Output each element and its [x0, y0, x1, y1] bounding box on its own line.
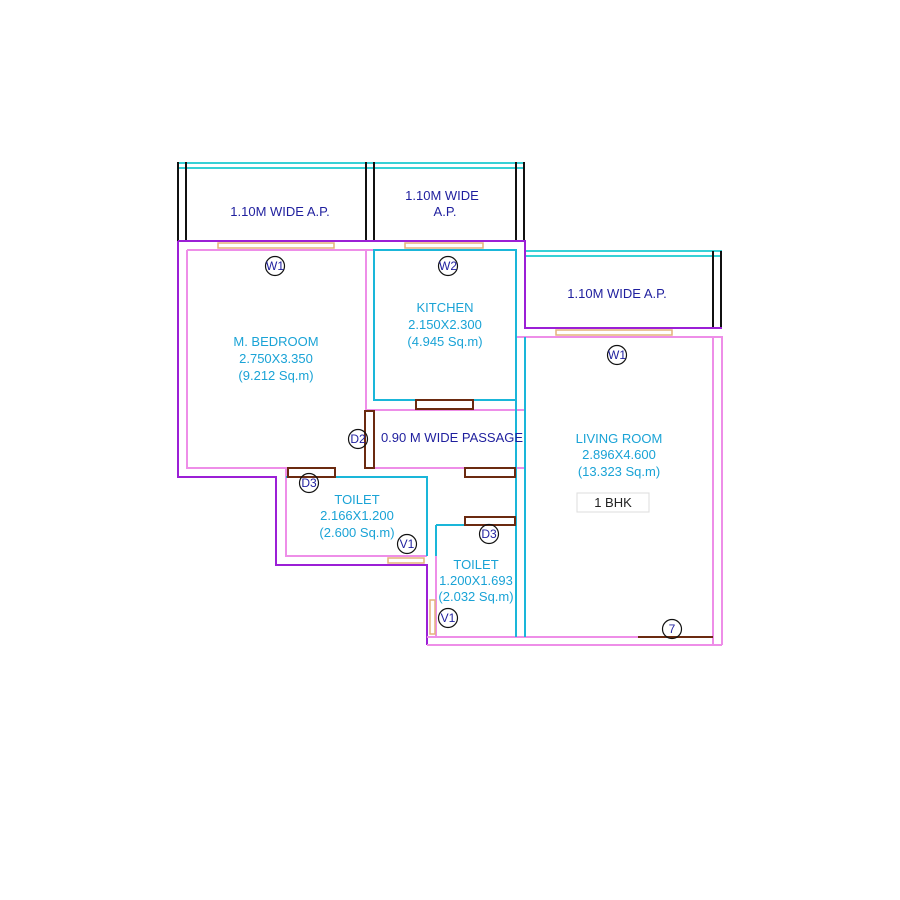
tag-entry: 7 — [669, 622, 676, 636]
outer-wall — [178, 240, 722, 329]
tag-d3-toilet1: D3 — [301, 476, 317, 490]
windows — [217, 242, 673, 635]
living-name: LIVING ROOM — [576, 431, 663, 446]
living-size: 2.896X4.600 — [582, 447, 656, 462]
balcony-label-1: 1.10M WIDE A.P. — [230, 204, 329, 219]
living-area: (13.323 Sq.m) — [578, 464, 660, 479]
tag-d3-toilet2: D3 — [481, 527, 497, 541]
tag-circle-v1-toilet1 — [396, 533, 418, 555]
tag-w1-bedroom: W1 — [266, 259, 284, 273]
toilet2-size: 1.200X1.693 — [439, 573, 513, 588]
tag-circle-v1-toilet2 — [437, 607, 459, 629]
unit-type: 1 BHK — [594, 495, 632, 510]
passage-label: 0.90 M WIDE PASSAGE — [381, 430, 523, 445]
bedroom-name: M. BEDROOM — [233, 334, 318, 349]
bedroom-size: 2.750X3.350 — [239, 351, 313, 366]
toilet1-area: (2.600 Sq.m) — [319, 525, 394, 540]
tag-circle-d3-toilet2 — [478, 523, 500, 545]
tag-circle-entry — [661, 618, 683, 640]
tag-circle-d3-toilet1 — [298, 472, 320, 494]
kitchen-name: KITCHEN — [416, 300, 473, 315]
balcony-side-walls — [177, 162, 722, 328]
bedroom-area: (9.212 Sq.m) — [238, 368, 313, 383]
toilet1-name: TOILET — [334, 492, 379, 507]
tag-d2: D2 — [350, 432, 366, 446]
balcony-label-2-line1: 1.10M WIDE — [405, 188, 479, 203]
outer-wall-left — [177, 241, 428, 645]
balcony-railings — [178, 162, 722, 257]
toilet1-size: 2.166X1.200 — [320, 508, 394, 523]
tag-w2-kitchen: W2 — [439, 259, 457, 273]
unit-type-box — [576, 492, 650, 513]
toilet2-name: TOILET — [453, 557, 498, 572]
tag-v1-toilet1: V1 — [400, 537, 415, 551]
tag-circle-w1-living — [606, 344, 628, 366]
balcony-label-2-line2: A.P. — [434, 204, 457, 219]
tag-circle-w2-kitchen — [437, 255, 459, 277]
tag-w1-living: W1 — [608, 348, 626, 362]
tag-circle-w1-bedroom — [264, 255, 286, 277]
kitchen-area: (4.945 Sq.m) — [407, 334, 482, 349]
toilet2-area: (2.032 Sq.m) — [438, 589, 513, 604]
tag-v1-toilet2: V1 — [441, 611, 456, 625]
tag-circle-d2 — [347, 428, 369, 450]
kitchen-size: 2.150X2.300 — [408, 317, 482, 332]
balcony-label-3: 1.10M WIDE A.P. — [567, 286, 666, 301]
